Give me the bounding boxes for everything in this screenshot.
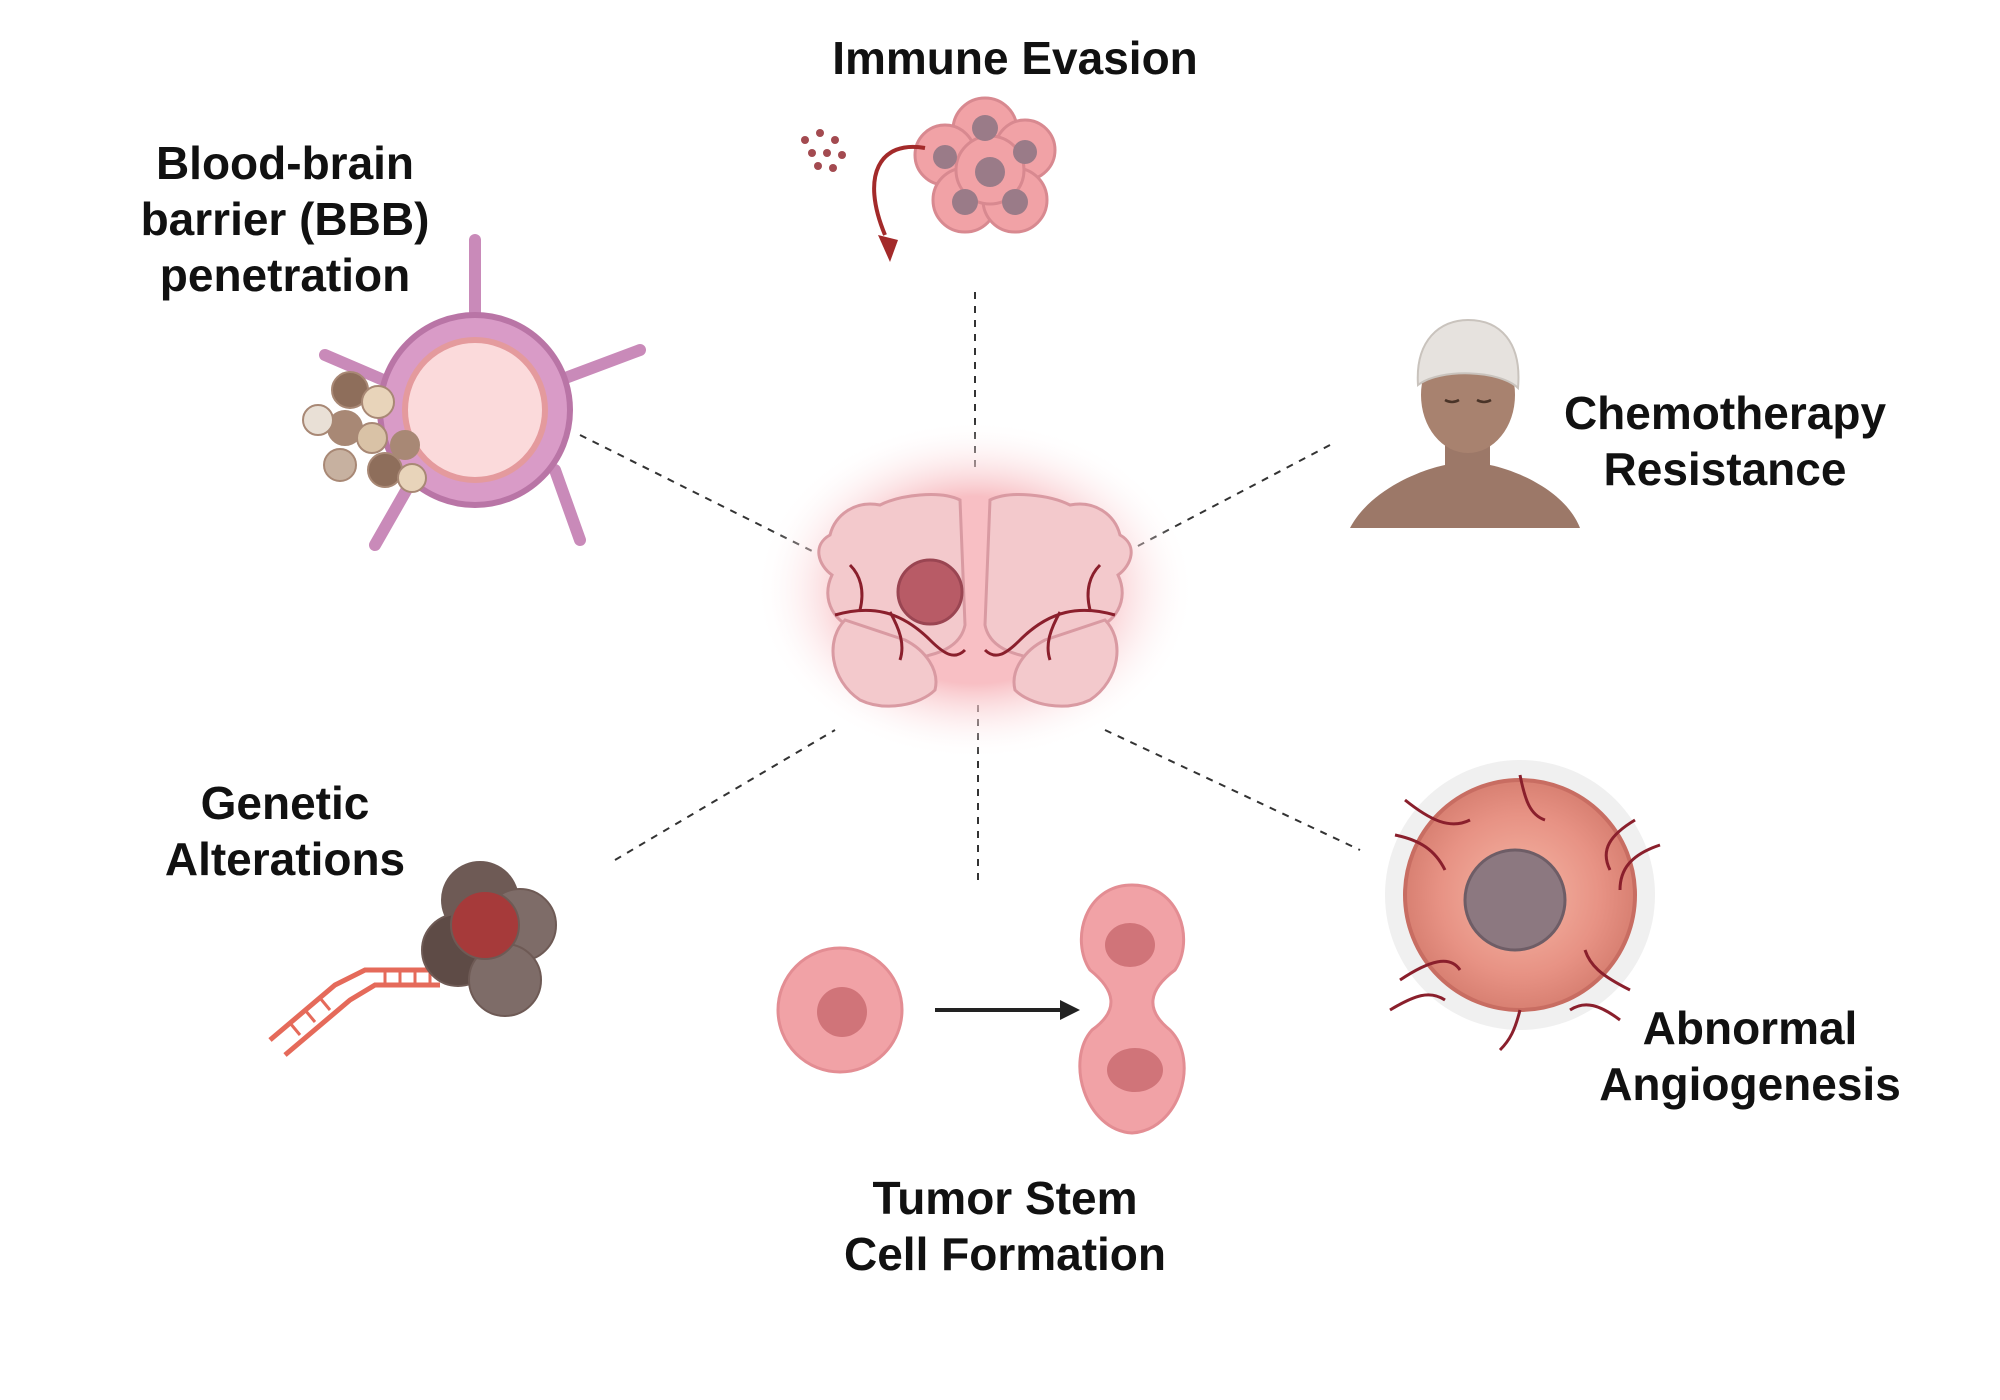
label-chemo-line-1: Chemotherapy — [1563, 387, 1887, 439]
angio-vessels — [1389, 774, 1661, 1052]
chemo-headwrap — [1416, 318, 1520, 391]
label-immune-evasion: Immune Evasion — [775, 30, 1255, 86]
label-immune-line-1: Immune Evasion — [832, 32, 1198, 84]
chemo-illustration — [1350, 318, 1580, 528]
stem-cell-dividing — [1078, 883, 1186, 1135]
label-genetic-line-1: Genetic — [200, 777, 370, 829]
label-abnormal-angiogenesis: Abnormal Angiogenesis — [1560, 1000, 1940, 1112]
brain-vessels — [834, 563, 1116, 661]
brain-right-hemisphere — [983, 493, 1133, 661]
brain-illustration — [755, 420, 1195, 760]
dna-strand-2 — [283, 982, 440, 1057]
dna-strand — [268, 967, 440, 1042]
label-bbb-penetration: Blood-brain barrier (BBB) penetration — [100, 135, 470, 303]
stem-illustration — [776, 883, 1186, 1135]
chemo-shoulders — [1350, 465, 1580, 528]
label-chemo-line-2: Resistance — [1603, 443, 1847, 495]
brain-temporal-left — [831, 618, 938, 708]
connector-angio — [1104, 729, 1361, 851]
stem-arrowhead — [1060, 1000, 1080, 1020]
label-tumor-stem-cell: Tumor Stem Cell Formation — [790, 1170, 1220, 1282]
evasion-arrow — [872, 144, 926, 236]
label-bbb-line-3: penetration — [159, 249, 411, 301]
stem-cell-parent-nucleus — [817, 987, 867, 1037]
label-stem-line-2: Cell Formation — [843, 1228, 1167, 1280]
dna-rungs — [288, 970, 432, 1036]
label-bbb-line-2: barrier (BBB) — [140, 193, 430, 245]
brain-tumor — [896, 558, 964, 626]
label-bbb-line-1: Blood-brain — [155, 137, 415, 189]
immune-cell-nuclei — [933, 115, 1037, 215]
label-genetic-alterations: Genetic Alterations — [115, 775, 455, 887]
genetic-illustration — [268, 861, 557, 1057]
bbb-tumor-cells — [302, 371, 427, 493]
evasion-arrowhead — [878, 235, 898, 262]
chemo-eyes — [1444, 398, 1492, 404]
stem-cell-nucleus-bottom — [1107, 1048, 1163, 1092]
label-genetic-line-2: Alterations — [164, 833, 406, 885]
label-stem-line-1: Tumor Stem — [872, 1172, 1138, 1224]
stem-cell-nucleus-top — [1105, 923, 1155, 967]
angio-illustration — [1385, 760, 1661, 1052]
bbb-illustration — [302, 234, 646, 551]
label-chemotherapy-resistance: Chemotherapy Resistance — [1525, 385, 1925, 497]
brain-glow — [755, 420, 1195, 760]
genetic-tumor-cluster — [421, 861, 557, 1017]
connector-bbb — [579, 434, 831, 561]
connector-genetic — [614, 729, 836, 861]
immune-evasion-illustration — [801, 96, 1057, 262]
brain-temporal-right — [1012, 618, 1119, 708]
bbb-endothelium — [402, 337, 548, 483]
cytokine-dots — [801, 129, 846, 172]
label-angio-line-1: Abnormal — [1642, 1002, 1858, 1054]
angio-core — [1463, 848, 1567, 952]
label-angio-line-2: Angiogenesis — [1599, 1058, 1901, 1110]
